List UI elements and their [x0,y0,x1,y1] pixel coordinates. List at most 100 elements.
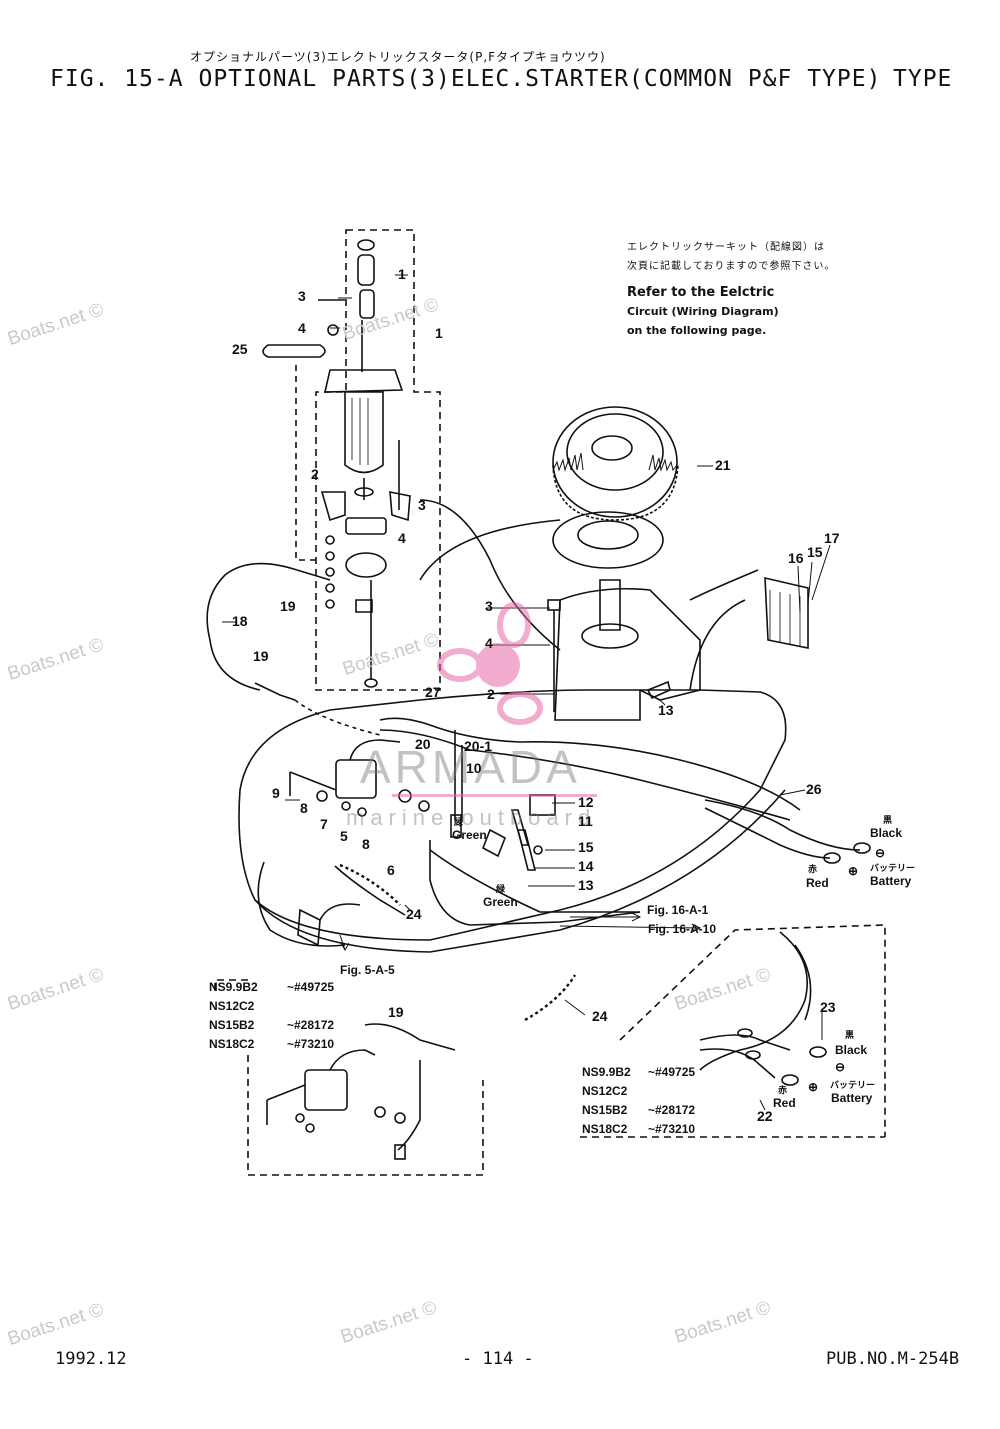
figure-reference: Fig. 5-A-5 [340,963,395,977]
callout-number: 13 [658,702,674,718]
note-jp-line-2: 次頁に記載しておりますので参照下さい。 [627,261,836,272]
rectifier [764,576,809,649]
wire-label-red: Red [773,1096,796,1110]
figure-reference: Fig. 16-A-10 [648,922,717,936]
positive-terminal-icon: ⊕ [848,864,859,878]
positive-terminal-icon: ⊕ [808,1080,819,1094]
callout-number: 10 [466,760,482,776]
model-row: NS18C2~#73210 [209,1037,335,1051]
battery-label: Battery [831,1091,873,1105]
callout-number: 8 [300,800,308,816]
callout-number: 25 [232,341,248,357]
starter-top-cap [357,239,375,251]
callout-number: 3 [485,598,493,614]
wire-label-jp: 緑 [454,817,464,827]
model-row: NS15B2~#28172 [582,1103,696,1117]
wire-label-jp: 黒 [883,815,893,825]
callout-number: 5 [340,828,348,844]
armada-logo-text: ARMADA [360,741,581,793]
negative-terminal-icon: ⊖ [875,846,886,860]
wire-label-black: Black [835,1043,868,1057]
japanese-title: オプショナルパーツ(3)エレクトリックスタータ(P,Fタイプキョウツウ) [190,50,606,64]
callout-number: 26 [806,781,822,797]
armada-logo-subtitle: marine outboard [346,805,597,830]
model-row: NS15B2~#28172 [209,1018,335,1032]
callout-number: 15 [578,839,594,855]
callout-number: 22 [757,1108,773,1124]
callout-number: 13 [578,877,594,893]
wire-label-green: Green [483,895,518,909]
starter-upper-bracket [323,369,404,393]
callout-number: 8 [362,836,370,852]
model-row: NS12C2 [582,1084,628,1098]
wire-label-black: Black [870,826,903,840]
callout-number: 18 [232,613,248,629]
stator [552,511,664,569]
starter-solenoid [335,759,377,799]
wire-label-green: Green [452,828,487,842]
callout-number: 9 [272,785,280,801]
wire-label-jp: 黒 [845,1030,855,1040]
type-label: TYPE [893,66,953,92]
callout-number: 20 [415,736,431,752]
battery-label-jp: バッテリー [830,1080,876,1090]
battery-label: Battery [870,874,912,888]
callout-number: 15 [807,544,823,560]
model-row: NS9.9B2~#49725 [209,980,335,994]
callout-number: 24 [406,906,422,922]
callout-number: 1 [435,325,443,341]
callout-number: 16 [788,550,804,566]
armada-logo-mark [392,602,597,797]
note-en-line-3: on the following page. [627,324,767,337]
battery-label-jp: バッテリー [870,863,916,873]
figure-title: FIG. 15-A OPTIONAL PARTS(3)ELEC.STARTER(… [50,66,882,92]
callout-number: 11 [578,813,593,829]
wire-label-jp: 赤 [778,1085,788,1095]
negative-terminal-icon: ⊖ [835,1060,846,1074]
callout-number: 4 [298,320,306,336]
note-en-line-2: Circuit (Wiring Diagram) [627,305,779,318]
callout-number: 14 [578,858,594,874]
footer-page-number: - 114 - [462,1349,534,1369]
model-row: NS9.9B2~#49725 [582,1065,696,1079]
callout-number: 1 [398,266,406,282]
callout-number: 12 [578,794,594,810]
figure-reference: Fig. 16-A-1 [647,903,709,917]
callout-number: 2 [311,466,319,482]
starter-motor-body [344,391,384,474]
callout-number: 23 [820,999,836,1015]
wire-label-jp: 赤 [808,864,818,874]
callout-number: 3 [418,497,426,513]
callout-number: 3 [298,288,306,304]
model-row: NS18C2~#73210 [582,1122,696,1136]
callout-number: 4 [485,635,493,651]
callout-number: 4 [398,530,406,546]
footer-date: 1992.12 [55,1349,127,1369]
part-25-cover [262,344,326,358]
callout-number: 20-1 [464,738,493,754]
callout-number: 19 [280,598,296,614]
callout-number: 21 [715,457,731,473]
note-jp-line-1: エレクトリックサーキット（配線図）は [627,242,825,253]
callout-number: 19 [253,648,269,664]
starter-end-cover [345,552,387,578]
callout-number: 24 [592,1008,608,1024]
callout-number: 17 [824,530,840,546]
models-right-list: NS9.9B2~#49725 NS12C2 NS15B2~#28172 NS18… [582,1063,695,1139]
wire-label-jp: 緑 [496,884,506,894]
wire-label-red: Red [806,876,829,890]
callout-number: 6 [387,862,395,878]
model-row: NS12C2 [209,999,255,1013]
bottom-cowl [238,689,787,941]
starter-pinion [357,254,375,286]
battery-cable-26 [704,799,861,851]
models-left-list: NS9.9B2~#49725 NS12C2 NS15B2~#28172 NS18… [209,978,334,1054]
footer-publication-number: PUB.NO.M-254B [826,1349,960,1369]
callout-number: 27 [425,684,441,700]
main-harness [379,717,801,811]
callout-number: 7 [320,816,328,832]
callout-number: 2 [487,686,495,702]
callout-number: 19 [388,1004,404,1020]
flywheel [552,406,678,518]
